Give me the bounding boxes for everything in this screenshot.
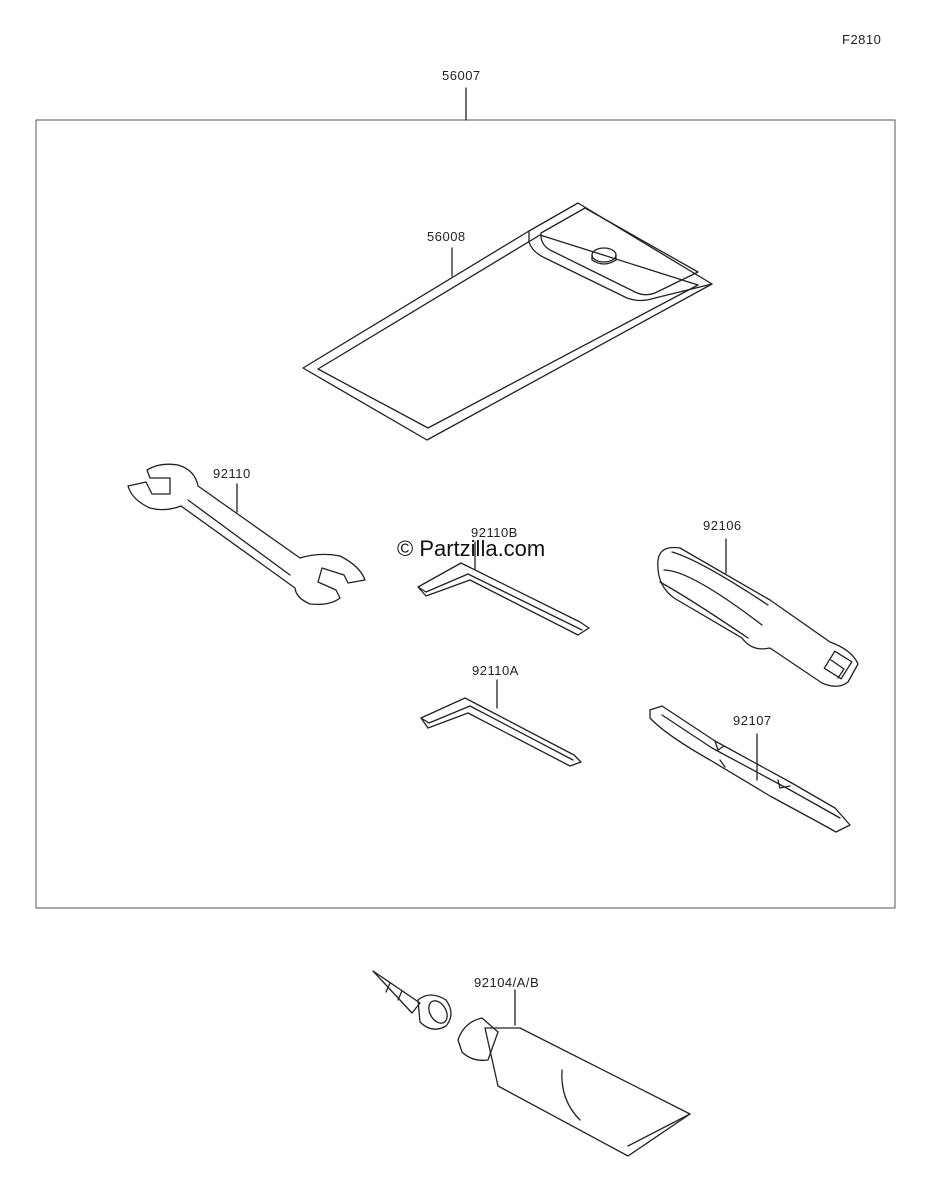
label-pouch: 56008 bbox=[427, 229, 466, 244]
label-hex-b: 92110B bbox=[471, 525, 518, 540]
label-hex-a: 92110A bbox=[472, 663, 519, 678]
label-kit: 56007 bbox=[442, 68, 481, 83]
label-bit: 92107 bbox=[733, 713, 772, 728]
hex-key-b bbox=[417, 562, 590, 636]
tool-pouch bbox=[302, 202, 713, 441]
figure-code: F2810 bbox=[842, 32, 882, 47]
grease-tube bbox=[372, 970, 691, 1157]
watermark: © Partzilla.com bbox=[397, 536, 546, 561]
label-wrench: 92110 bbox=[213, 466, 251, 481]
screwdriver-handle bbox=[657, 546, 859, 687]
wrench bbox=[127, 463, 366, 606]
label-grease: 92104/A/B bbox=[474, 975, 540, 990]
hex-key-a bbox=[420, 697, 582, 767]
screwdriver-bit bbox=[649, 705, 851, 833]
label-handle: 92106 bbox=[703, 518, 742, 533]
